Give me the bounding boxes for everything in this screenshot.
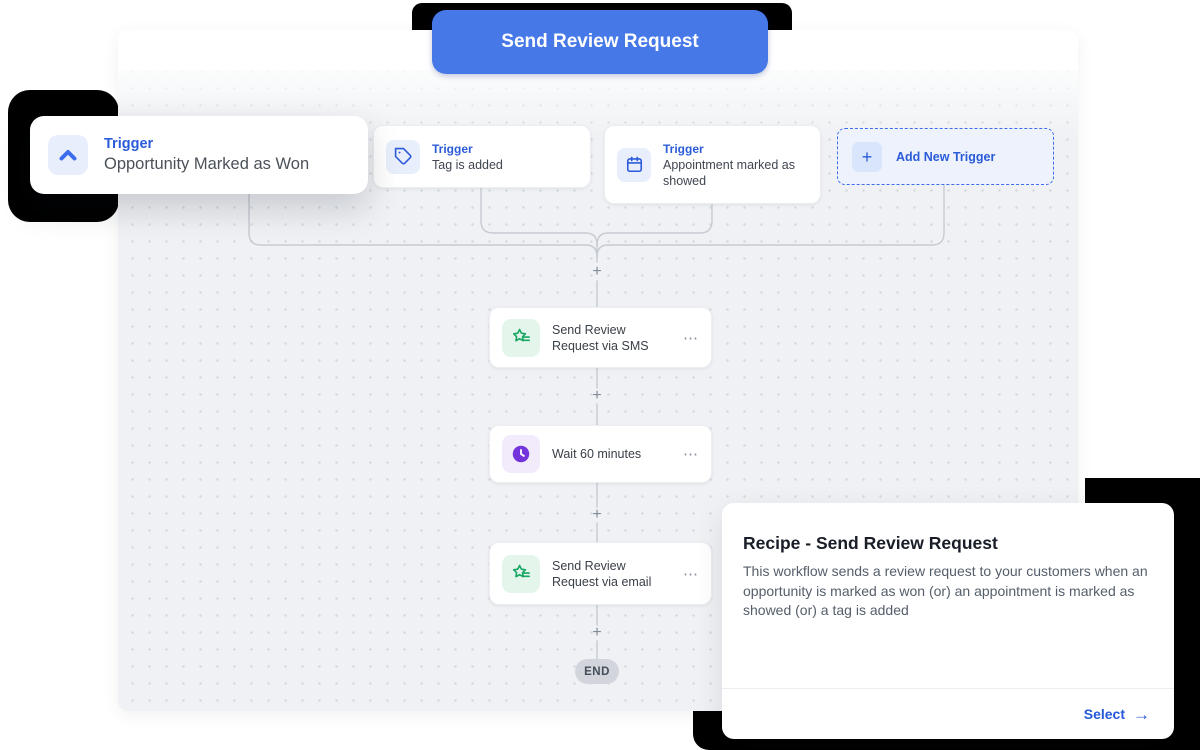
recipe-description: This workflow sends a review request to … bbox=[743, 563, 1148, 618]
add-step-plus-3[interactable]: + bbox=[592, 506, 602, 523]
trigger-label: Trigger bbox=[104, 136, 154, 152]
more-menu-icon[interactable]: ⋯ bbox=[683, 565, 699, 583]
action-title: Send Review Request via email bbox=[552, 558, 652, 589]
action-title: Send Review Request via SMS bbox=[552, 322, 649, 353]
action-card-send-email[interactable]: Send Review Request via email ⋯ bbox=[489, 542, 712, 605]
calendar-icon bbox=[617, 147, 651, 182]
add-step-plus-1[interactable]: + bbox=[592, 263, 602, 280]
trigger-card-opportunity-won[interactable]: Trigger Opportunity Marked as Won bbox=[30, 116, 368, 194]
arrow-right-icon: → bbox=[1133, 704, 1150, 724]
add-step-plus-4[interactable]: + bbox=[592, 624, 602, 641]
recipe-footer: Select → bbox=[722, 688, 1174, 739]
trigger-title: Appointment marked as showed bbox=[663, 157, 796, 188]
action-title: Wait 60 minutes bbox=[552, 447, 642, 461]
review-star-icon bbox=[502, 554, 540, 593]
chevron-up-icon bbox=[48, 135, 88, 175]
add-new-trigger-button[interactable]: + Add New Trigger bbox=[837, 128, 1054, 185]
more-menu-icon[interactable]: ⋯ bbox=[683, 446, 699, 463]
more-menu-icon[interactable]: ⋯ bbox=[683, 329, 699, 347]
clock-icon bbox=[502, 435, 540, 473]
trigger-label: Trigger bbox=[663, 141, 704, 156]
select-recipe-link[interactable]: Select → bbox=[1084, 706, 1150, 723]
trigger-card-appointment-showed[interactable]: Trigger Appointment marked as showed bbox=[604, 125, 821, 204]
trigger-title: Opportunity Marked as Won bbox=[104, 155, 310, 173]
recipe-title: Recipe - Send Review Request bbox=[743, 533, 998, 553]
action-card-send-sms[interactable]: Send Review Request via SMS ⋯ bbox=[489, 307, 712, 368]
review-star-icon bbox=[502, 318, 540, 357]
recipe-card: Recipe - Send Review Request This workfl… bbox=[722, 503, 1174, 739]
action-card-wait[interactable]: Wait 60 minutes ⋯ bbox=[489, 425, 712, 483]
trigger-card-tag-added[interactable]: Trigger Tag is added bbox=[373, 125, 591, 188]
end-node: END bbox=[575, 659, 619, 684]
plus-icon: + bbox=[852, 141, 882, 172]
trigger-title: Tag is added bbox=[432, 157, 503, 172]
workflow-title-button[interactable]: Send Review Request bbox=[432, 10, 768, 74]
select-label: Select bbox=[1083, 706, 1125, 722]
add-trigger-label: Add New Trigger bbox=[896, 149, 996, 164]
trigger-label: Trigger bbox=[432, 141, 473, 156]
tag-icon bbox=[386, 139, 420, 174]
add-step-plus-2[interactable]: + bbox=[592, 387, 602, 404]
